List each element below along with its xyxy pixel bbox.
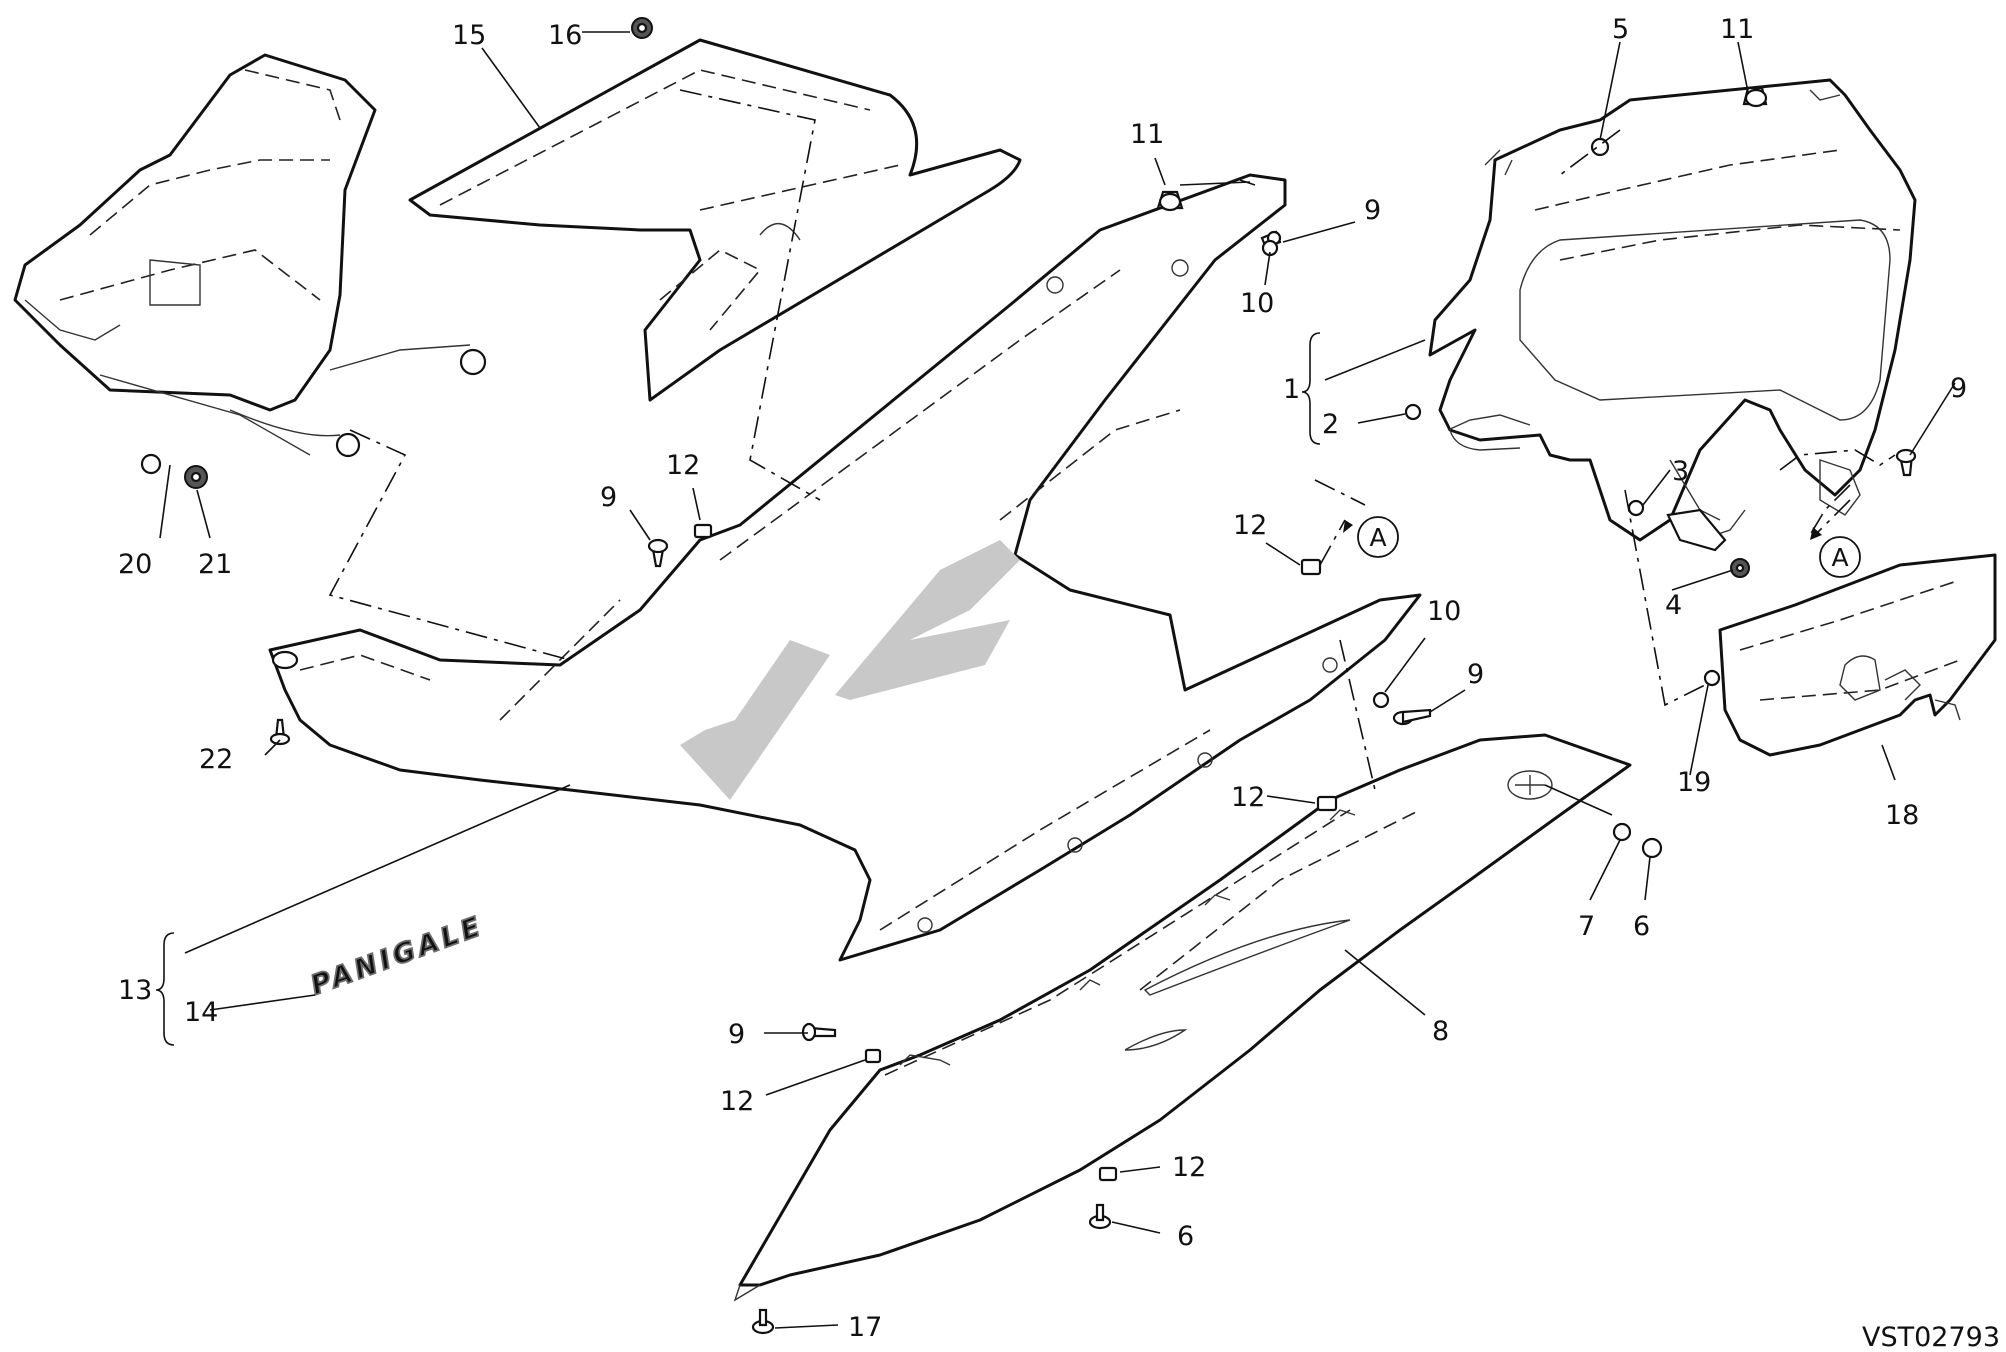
callout-4: 4 (1665, 590, 1682, 621)
callout-12: 12 (1233, 510, 1267, 541)
part-13-side-fairing: V2 (268, 173, 1422, 962)
callout-9: 9 (1364, 195, 1381, 226)
reference-label-a-center: A (1369, 523, 1386, 552)
callout-12: 12 (1172, 1152, 1206, 1183)
callout-10: 10 (1240, 288, 1274, 319)
callout-12: 12 (720, 1086, 754, 1117)
callout-19: 19 (1677, 767, 1711, 798)
part-15-upper-cover (408, 38, 1022, 402)
fasteners (140, 17, 1917, 1335)
callout-6: 6 (1177, 1221, 1194, 1252)
callout-16: 16 (548, 20, 582, 51)
panigale-decal-text: PANIGALE (307, 910, 488, 1001)
callout-7: 7 (1578, 911, 1595, 942)
callout-1: 1 (1283, 374, 1300, 405)
drawing-code: VST02793 (1862, 1322, 2000, 1352)
part-1-inner-panel (1428, 78, 1917, 542)
part-8-lower-fairing (733, 733, 1632, 1302)
callout-6: 6 (1633, 911, 1650, 942)
callout-18: 18 (1885, 800, 1919, 831)
callout-12: 12 (666, 450, 700, 481)
callout-11: 11 (1720, 14, 1754, 45)
reference-circle-a-right (1819, 536, 1861, 578)
callout-9: 9 (600, 482, 617, 513)
callout-13: 13 (118, 975, 152, 1006)
callout-labels: 15 16 11 9 10 20 21 9 12 12 22 10 9 12 7… (118, 14, 1967, 1343)
callout-10: 10 (1427, 596, 1461, 627)
front-duct-bracket (13, 53, 487, 458)
callout-22: 22 (199, 744, 233, 775)
callout-5: 5 (1612, 14, 1629, 45)
callout-9: 9 (1950, 373, 1967, 404)
callout-14: 14 (184, 997, 218, 1028)
group-brackets (155, 332, 1321, 1046)
callout-20-text: 20 (118, 549, 152, 580)
reference-label-a-right: A (1831, 543, 1848, 572)
reference-circle-a-center (1357, 516, 1399, 558)
callout-17: 17 (848, 1312, 882, 1343)
callout-9: 9 (1467, 659, 1484, 690)
callout-2: 2 (1322, 409, 1339, 440)
leader-lines (159, 31, 1956, 1329)
part-18-lower-cover (1718, 553, 1997, 757)
callout-11: 11 (1130, 119, 1164, 150)
callout-12: 12 (1231, 782, 1265, 813)
callout-3: 3 (1672, 456, 1689, 487)
callout-9: 9 (728, 1019, 745, 1050)
callout-15: 15 (452, 20, 486, 51)
callout-21: 21 (198, 549, 232, 580)
part-14-panigale-decal: PANIGALE (306, 909, 489, 1002)
v2-logo: V2 (680, 540, 1020, 800)
callout-8: 8 (1432, 1016, 1449, 1047)
reference-arrows: A A (1319, 499, 1861, 578)
assembly-centerlines (328, 89, 1896, 791)
